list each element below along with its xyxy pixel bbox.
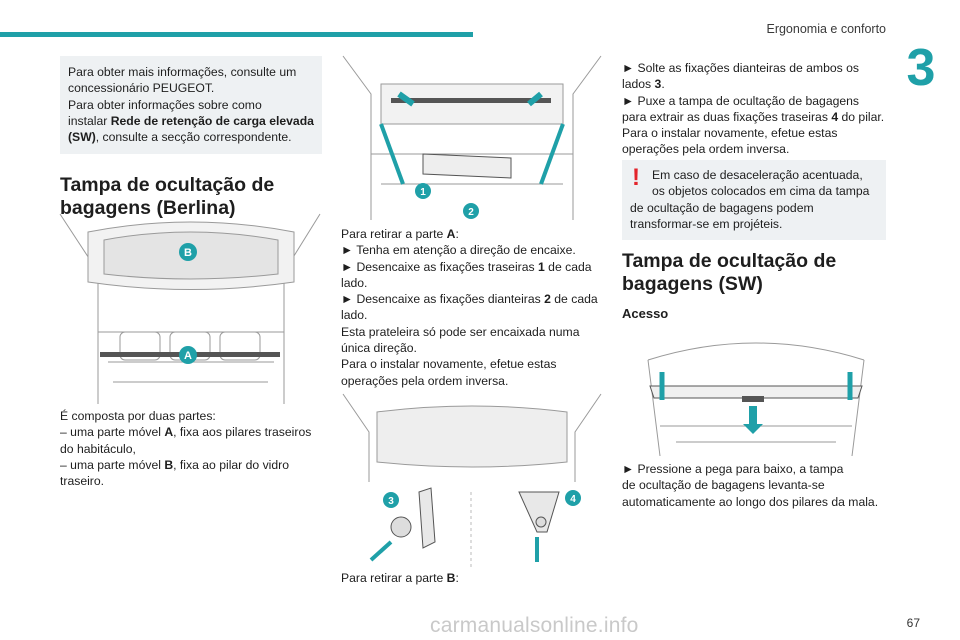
text-line: Em caso de desaceleração acentuada,: [652, 168, 863, 182]
section-heading-berlina: Tampa de ocultação de bagagens (Berlina): [60, 174, 322, 220]
figure-label-2: 2: [468, 207, 474, 218]
figure-remove-part-b: 3 4: [341, 392, 603, 568]
instructions-part-a: Para retirar a parte A: ► Tenha em atenç…: [341, 226, 605, 389]
text-line: os objetos colocados em cima da tampa: [652, 184, 870, 199]
text-line: para extrair as duas fixações traseiras …: [622, 109, 885, 124]
info-line: instalar Rede de retenção de carga eleva…: [68, 113, 314, 128]
text-line: ► Desencaixe as fixações dianteiras 2 de…: [341, 292, 598, 307]
text-line: lados 3.: [622, 77, 665, 92]
section-title: Ergonomia e conforto: [766, 22, 886, 36]
info-line: concessionário PEUGEOT.: [68, 81, 215, 96]
heading-line: bagagens (Berlina): [60, 197, 236, 220]
text-line: operações pela ordem inversa.: [341, 373, 509, 388]
text-line: – uma parte móvel B, fixa ao pilar do vi…: [60, 457, 289, 472]
figure-berlina-parcel-shelf: B A: [58, 212, 322, 404]
text-line: ► Pressione a pega para baixo, a tampa: [622, 462, 844, 476]
text-line: ► Desencaixe as fixações traseiras 1 de …: [341, 259, 592, 274]
text-line: automaticamente ao longo dos pilares da …: [622, 494, 879, 509]
figure-label-a: A: [184, 350, 192, 362]
text-line: de ocultação de bagagens levanta-se: [622, 478, 825, 493]
header-accent-bar: [0, 32, 473, 37]
section-heading-sw: Tampa de ocultação de bagagens (SW) Aces…: [622, 250, 888, 322]
text-line: do habitáculo,: [60, 441, 136, 456]
figure-label-3: 3: [388, 496, 394, 507]
column-1: Para obter mais informações, consulte um…: [60, 56, 322, 220]
page-number: 67: [906, 616, 920, 630]
instructions-part-b-intro: Para retirar a parte B:: [341, 570, 605, 586]
text-line: Esta prateleira só pode ser encaixada nu…: [341, 324, 580, 339]
figure-remove-part-a: 1 2: [341, 54, 603, 220]
chapter-number: 3: [906, 39, 936, 97]
heading-line: Tampa de ocultação de: [622, 250, 837, 272]
text-line: lado.: [341, 308, 368, 323]
warning-icon: !: [632, 164, 640, 191]
text-line: única direção.: [341, 341, 417, 356]
text-line: ► Puxe a tampa de ocultação de bagagens: [622, 93, 860, 108]
instructions-part-b: ► Solte as fixações dianteiras de ambos …: [622, 60, 888, 158]
text-line: Para o instalar novamente, efetue estas: [341, 357, 557, 372]
figure-sw-cover-access: [646, 330, 866, 456]
warning-box: ! Em caso de desaceleração acentuada, os…: [622, 160, 886, 241]
heading-line: bagagens (SW): [622, 273, 763, 295]
text-line: transformar-se em projéteis.: [630, 216, 783, 231]
figure-label-1: 1: [420, 187, 426, 198]
subheading: Acesso: [622, 306, 669, 321]
text-line: – uma parte móvel A, fixa aos pilares tr…: [60, 425, 312, 440]
text-line: Para retirar a parte B:: [341, 571, 459, 585]
text-line: lado.: [341, 275, 368, 290]
text-line: operações pela ordem inversa.: [622, 142, 790, 157]
watermark: carmanualsonline.info: [430, 614, 639, 637]
description-berlina: É composta por duas partes: – uma parte …: [60, 408, 324, 489]
access-instruction: ► Pressione a pega para baixo, a tampa d…: [622, 461, 888, 510]
info-box: Para obter mais informações, consulte um…: [60, 56, 322, 155]
text-line: É composta por duas partes:: [60, 409, 216, 423]
text-line: traseiro.: [60, 474, 105, 489]
text-line: Para o instalar novamente, efetue estas: [622, 126, 838, 141]
text-line: de ocultação de bagagens podem: [630, 200, 814, 215]
text-line: Para retirar a parte A:: [341, 227, 459, 241]
info-line: Para obter mais informações, consulte um: [68, 65, 297, 79]
info-line: (SW), consulte a secção correspondente.: [68, 130, 292, 145]
figure-label-4: 4: [570, 494, 576, 505]
info-line: Para obter informações sobre como: [68, 97, 262, 112]
figure-label-b: B: [184, 247, 192, 259]
heading-line: Tampa de ocultação de: [60, 174, 275, 197]
text-line: ► Solte as fixações dianteiras de ambos …: [622, 61, 859, 75]
text-line: ► Tenha em atenção a direção de encaixe.: [341, 243, 576, 258]
